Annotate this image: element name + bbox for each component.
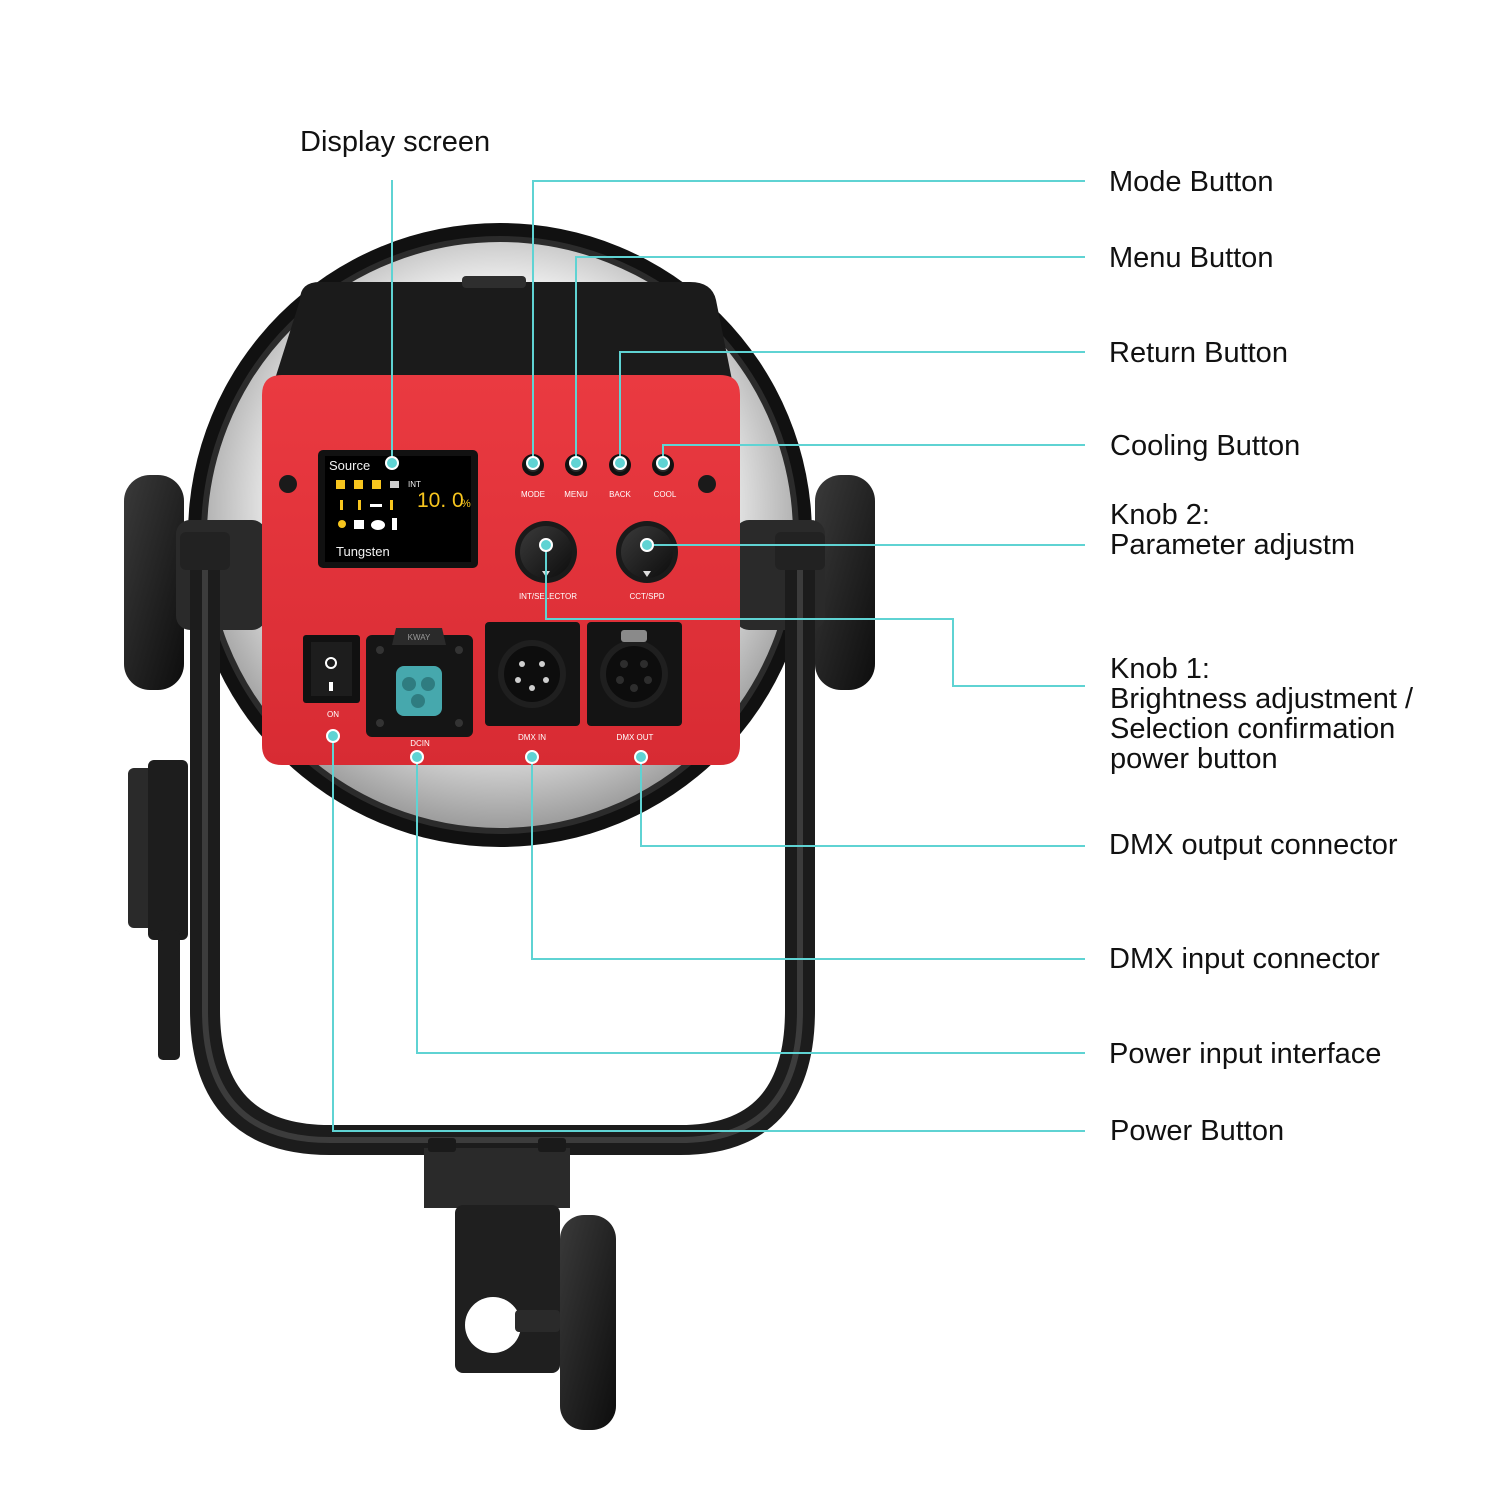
callout-knob1-line1: Knob 1: [1110,653,1210,685]
dot-menu-button [569,456,583,470]
dmx-in-label: DMX IN [518,733,546,742]
screen-source-icons [336,480,399,530]
leader-menu-button [575,256,1085,463]
callout-knob1-line4: power button [1110,743,1278,775]
screen-unit: % [461,498,471,510]
mounting-yoke [180,532,825,1155]
mount-lock-knob [515,1215,616,1430]
dot-dmx-input [525,750,539,764]
callout-lines [332,180,1085,1132]
callout-knob2: Knob 2: Parameter adjustm [1110,500,1355,560]
power-switch-label: ON [327,710,339,719]
callout-knob2-line2: Parameter adjustm [1110,529,1355,561]
mode-button-label: MODE [521,490,545,499]
dmx-out-connector[interactable]: DMX OUT [587,622,682,742]
callout-display-screen: Display screen [300,126,491,158]
dot-return-button [613,456,627,470]
callout-knob1: Knob 1: Brightness adjustment / Selectio… [1110,654,1413,774]
dc-in-connector[interactable]: KWAY DCIN [366,628,473,748]
screen-preset-name: Tungsten [336,544,390,559]
back-button-label: BACK [609,490,631,499]
dot-cooling-button [656,456,670,470]
callout-power-input: Power input interface [1109,1038,1382,1070]
screen-int-label: INT [408,480,421,489]
callout-knob1-line2: Brightness adjustment / [1110,683,1414,715]
knob-cct-spd-label: CCT/SPD [629,592,664,601]
dot-knob2 [640,538,654,552]
callout-menu-button: Menu Button [1109,242,1274,274]
cool-button-label: COOL [654,490,677,499]
dot-power-input [410,750,424,764]
battery-plate [128,760,188,1060]
leader-power-button [332,736,1085,1132]
leader-dmx-output [640,757,1085,847]
dot-mode-button [526,456,540,470]
dot-display-screen [385,456,399,470]
dot-dmx-output [634,750,648,764]
leader-knob1 [545,545,1085,687]
leader-mode-button [532,180,1085,463]
dot-knob1 [539,538,553,552]
dot-power-button [326,729,340,743]
screen-value: 10. 0 [417,489,464,512]
callout-dots [326,456,670,764]
callout-power-button: Power Button [1110,1115,1285,1147]
dmx-in-connector[interactable]: DMX IN [485,622,580,742]
screen-source-label: Source [329,458,370,473]
leader-power-input [416,757,1085,1054]
callout-return-button: Return Button [1109,337,1288,369]
display-screen: Source INT 10. 0 % Tungsten [318,450,478,568]
callout-dmx-output: DMX output connector [1109,829,1398,861]
stand-mount [424,1138,570,1373]
knob-int-selector-label: INT/SELECTOR [519,592,577,601]
callout-cooling-button: Cooling Button [1110,430,1301,462]
callout-knob2-line1: Knob 2: [1110,499,1210,531]
dmx-out-label: DMX OUT [617,733,654,742]
menu-button-label: MENU [564,490,588,499]
callout-mode-button: Mode Button [1109,166,1274,198]
dc-in-label: DCIN [410,739,430,748]
dc-brand-label: KWAY [408,633,431,642]
callout-knob1-line3: Selection confirmation [1110,713,1396,745]
callout-dmx-input: DMX input connector [1109,943,1380,975]
leader-return-button [619,351,1085,463]
leader-dmx-input [531,757,1085,960]
power-switch[interactable]: ON [303,635,360,719]
